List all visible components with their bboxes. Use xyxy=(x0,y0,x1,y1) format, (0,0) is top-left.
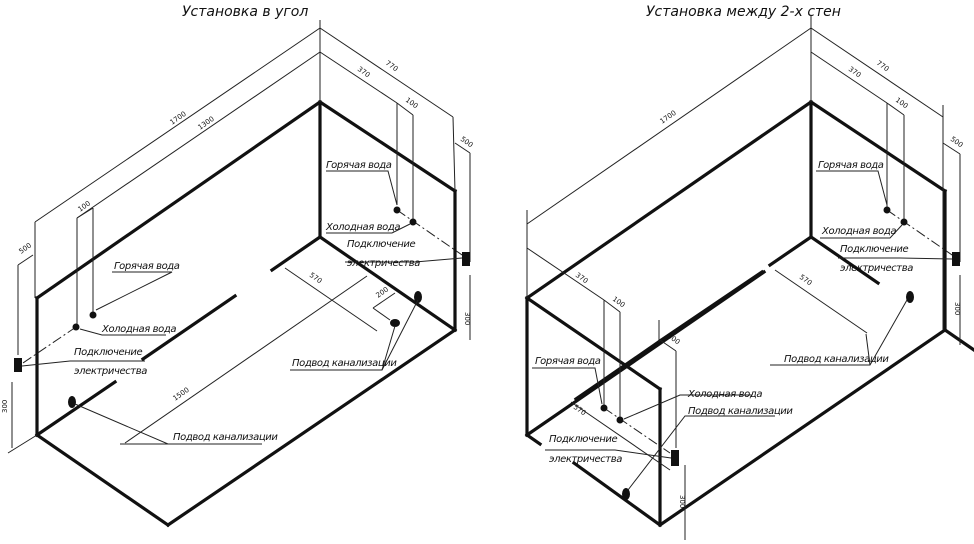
leader-lines xyxy=(21,170,463,445)
cold-water-label: Холодная вода xyxy=(101,324,176,335)
leader-lines xyxy=(532,170,953,491)
electric-connection-label: Подключение xyxy=(840,244,908,255)
drain-label: Подвод канализации xyxy=(784,354,889,365)
drain-outlet-icon xyxy=(622,488,630,500)
svg-text:770: 770 xyxy=(384,59,400,73)
bathtub-outline xyxy=(524,99,974,528)
drain-outlet-icon xyxy=(68,396,76,408)
dimension-lines xyxy=(7,20,471,454)
svg-text:300: 300 xyxy=(678,495,686,508)
hot-water-outlet-icon xyxy=(393,206,401,214)
dimension-values: 1700 1300 770 370 100 500 100 500 570 20… xyxy=(1,59,474,413)
drain-outlet-icon xyxy=(390,319,400,327)
electric-socket-icon xyxy=(462,252,470,266)
cold-water-outlet-icon xyxy=(72,323,80,331)
svg-text:570: 570 xyxy=(798,273,814,287)
electric-connection-label-2: электричества xyxy=(840,263,913,274)
hot-water-outlet-icon xyxy=(600,404,608,412)
svg-text:770: 770 xyxy=(875,59,891,73)
electric-socket-icon xyxy=(952,252,960,266)
svg-text:1700: 1700 xyxy=(659,109,678,126)
drawing-title: Установка между 2-х стен xyxy=(646,4,841,20)
svg-text:570: 570 xyxy=(308,271,324,285)
svg-text:300: 300 xyxy=(463,312,471,325)
svg-text:1300: 1300 xyxy=(197,115,216,132)
svg-text:570: 570 xyxy=(572,403,588,417)
svg-text:300: 300 xyxy=(953,302,961,315)
electric-connection-label-2: электричества xyxy=(347,258,420,269)
bathtub-outline xyxy=(34,99,458,528)
svg-text:500: 500 xyxy=(18,241,34,255)
electric-connection-label: Подключение xyxy=(74,347,142,358)
cold-water-label: Холодная вода xyxy=(687,389,762,400)
drain-outlet-icon xyxy=(414,291,422,303)
hot-water-outlet-icon xyxy=(89,311,97,319)
electric-connection-label: Подключение xyxy=(347,239,415,250)
svg-text:100: 100 xyxy=(404,96,420,110)
dimension-values: 1700 770 370 100 500 370 100 500 570 570… xyxy=(572,59,965,508)
cold-water-label: Холодная вода xyxy=(821,226,896,237)
between-walls-installation-drawing: Установка между 2-х стен xyxy=(524,4,974,540)
electric-connection-label-2: электричества xyxy=(74,366,147,377)
electric-socket-icon xyxy=(671,450,679,466)
drain-outlet-icon xyxy=(906,291,914,303)
svg-text:500: 500 xyxy=(666,332,682,346)
cold-water-outlet-icon xyxy=(900,218,908,226)
cold-water-outlet-icon xyxy=(409,218,417,226)
cold-water-outlet-icon xyxy=(616,416,624,424)
svg-text:100: 100 xyxy=(77,199,93,213)
hot-water-label: Горячая вода xyxy=(535,356,601,367)
drain-label: Подвод канализации xyxy=(173,432,278,443)
hot-water-label: Горячая вода xyxy=(818,160,884,171)
electric-connection-label: Подключение xyxy=(549,434,617,445)
svg-text:500: 500 xyxy=(949,135,965,149)
electric-socket-icon xyxy=(14,358,22,372)
dimension-lines xyxy=(526,15,961,540)
hot-water-label: Горячая вода xyxy=(114,261,180,272)
drain-label: Подвод канализации xyxy=(292,358,397,369)
corner-installation-drawing: Установка в угол xyxy=(1,4,474,528)
hot-water-outlet-icon xyxy=(883,206,891,214)
drawing-title: Установка в угол xyxy=(182,4,308,20)
hot-water-label: Горячая вода xyxy=(326,160,392,171)
svg-text:300: 300 xyxy=(1,400,9,413)
electric-connection-label-2: электричества xyxy=(549,454,622,465)
svg-text:100: 100 xyxy=(894,96,910,110)
svg-text:370: 370 xyxy=(574,271,590,285)
drain-label: Подвод канализации xyxy=(688,406,793,417)
cold-water-label: Холодная вода xyxy=(325,222,400,233)
